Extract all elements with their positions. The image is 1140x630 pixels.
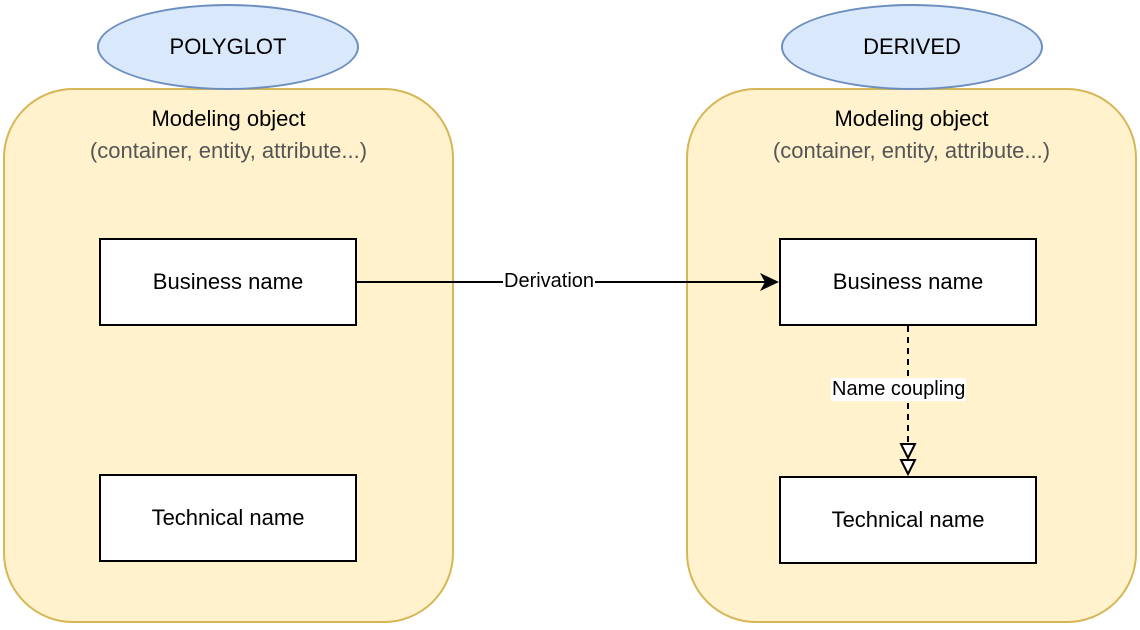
derived-header-ellipse: DERIVED [781,4,1043,90]
polyglot-header-ellipse: POLYGLOT [97,4,359,90]
name-coupling-arrowhead-upper [899,443,917,461]
derived-header-label: DERIVED [863,34,961,59]
name-coupling-arrowhead-lower [899,459,917,477]
business-name-label: Business name [152,269,304,294]
polyglot-business-name-box: Business name [99,238,357,326]
container-title: Modeling object [151,106,306,131]
container-subtitle: (container, entity, attribute...) [89,138,368,163]
derived-business-name-box: Business name [779,238,1037,326]
derivation-edge-label: Derivation [503,270,596,293]
derived-technical-name-box: Technical name [779,476,1037,564]
container-subtitle: (container, entity, attribute...) [772,138,1051,163]
technical-name-label: Technical name [151,505,305,530]
business-name-label: Business name [832,269,984,294]
polyglot-header-label: POLYGLOT [169,34,287,59]
technical-name-label: Technical name [831,507,985,532]
container-title: Modeling object [834,106,989,131]
name-coupling-edge-label: Name coupling [831,378,967,401]
polyglot-technical-name-box: Technical name [99,474,357,562]
derivation-arrowhead [760,273,779,291]
